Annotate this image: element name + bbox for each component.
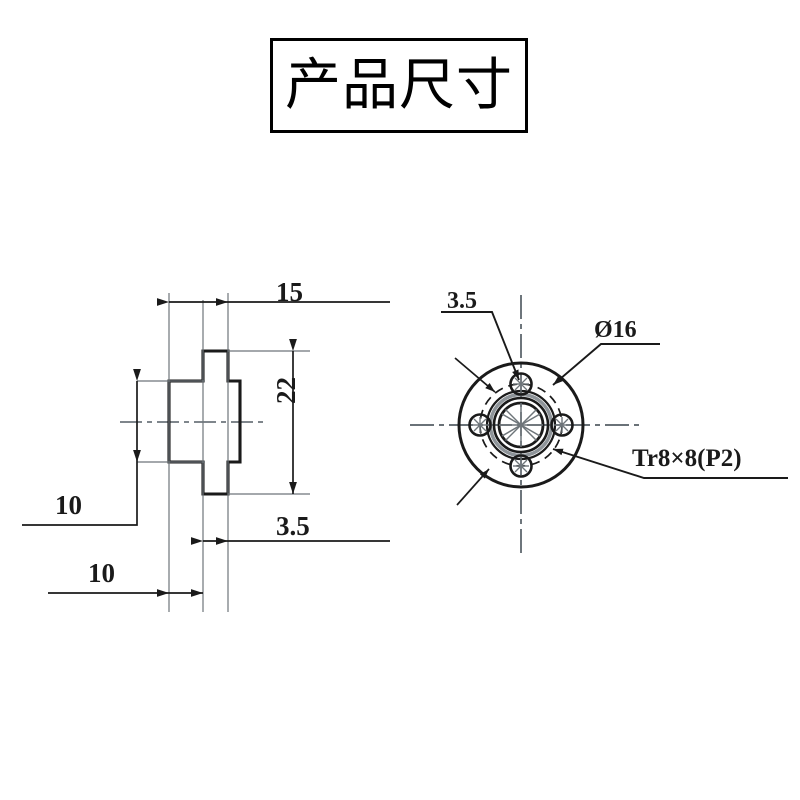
annotation-label-bolt-circle-diameter: Ø16 bbox=[594, 317, 637, 343]
leader-3_5 bbox=[441, 311, 520, 381]
thread-root-circle bbox=[492, 396, 550, 454]
thread-indication-leaders bbox=[454, 357, 496, 506]
dimension-label-flange-height: 22 bbox=[271, 377, 301, 404]
bolt-holes bbox=[468, 372, 574, 478]
bolt-hole-right bbox=[550, 413, 574, 437]
dimension-label-flange-thickness: 3.5 bbox=[276, 511, 310, 541]
extension-lines bbox=[137, 293, 310, 612]
side-section-view bbox=[22, 293, 390, 612]
annotation-label-thread-spec: Tr8×8(P2) bbox=[632, 445, 742, 472]
page-title: 产品尺寸 bbox=[285, 52, 513, 118]
annotation-label-bolt-hole-size: 3.5 bbox=[447, 288, 477, 314]
bore-spoke-lines bbox=[499, 403, 543, 447]
bolt-hole-top bbox=[509, 372, 533, 396]
dimension-label-overall-length: 15 bbox=[276, 277, 303, 307]
leader-diameter-16 bbox=[552, 343, 660, 386]
bolt-hole-bottom bbox=[509, 454, 533, 478]
flange-outer-circle bbox=[457, 361, 585, 489]
title-box: 产品尺寸 bbox=[270, 38, 528, 133]
bolt-hole-left bbox=[468, 413, 492, 437]
dimension-label-boss-length: 10 bbox=[88, 558, 115, 588]
front-circular-view bbox=[410, 295, 788, 553]
dim-10-boss-diameter-line bbox=[22, 369, 141, 526]
dimension-label-boss-diameter: 10 bbox=[55, 490, 82, 520]
leader-thread-spec bbox=[552, 448, 788, 479]
